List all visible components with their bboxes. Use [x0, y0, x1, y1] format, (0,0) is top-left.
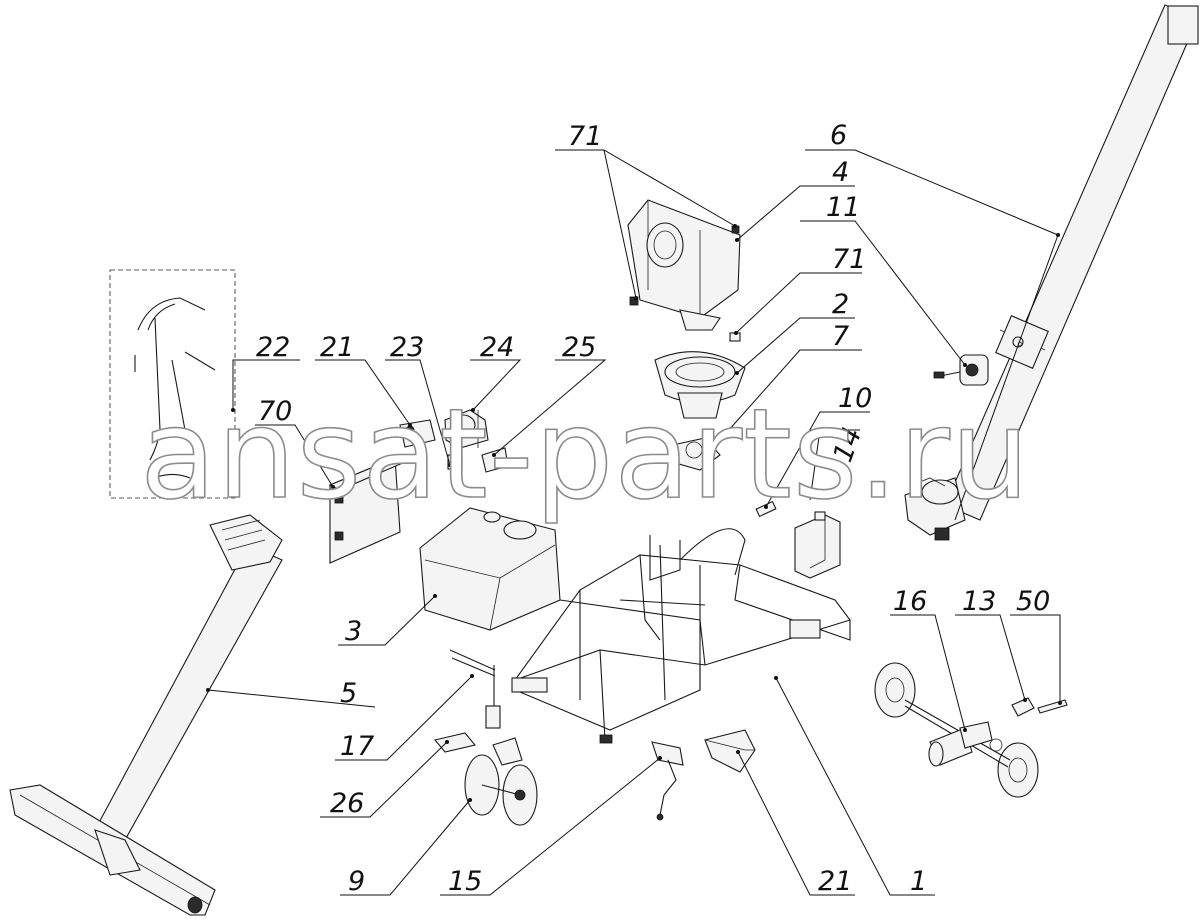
callout-4: 4 [832, 157, 849, 188]
main-frame-part [511, 528, 851, 744]
callout-9: 9 [348, 866, 365, 897]
callout-19: 17 [340, 731, 374, 762]
winch-crank-part [933, 354, 989, 386]
callout-22: 22 [256, 332, 290, 363]
callout-21: 21 [320, 332, 354, 363]
control-box-part [328, 457, 407, 564]
callout-3: 3 [345, 616, 362, 647]
callout-1: 1 [910, 866, 927, 897]
callout-23: 23 [390, 332, 424, 363]
callout-70: 70 [258, 396, 292, 427]
callout-16-label: 16 [893, 586, 927, 617]
callout-17: 21 [818, 866, 852, 897]
tank-part [419, 507, 561, 631]
callout-5: 5 [340, 678, 357, 709]
pump-valve-cluster [399, 409, 509, 473]
callout-2: 2 [832, 289, 849, 320]
callout-15: 15 [448, 866, 482, 897]
callout-71-top: 71 [568, 121, 602, 152]
callout-26-label: 26 [330, 788, 364, 819]
bracket-part [667, 437, 721, 471]
callout-50-label: 50 [1016, 586, 1050, 617]
callout-10: 10 [838, 383, 872, 414]
axle-motor-part [874, 662, 1039, 798]
hopper-housing-part [627, 199, 741, 331]
leader-lines [207, 149, 1061, 896]
callout-labels: 71 6 4 11 71 2 7 10 14 22 21 23 24 25 70… [256, 120, 1050, 897]
canister-part [794, 511, 841, 579]
plate-part [434, 732, 476, 753]
leader-dots [206, 224, 1062, 802]
watermark-text: ansat-parts.ru [140, 383, 1030, 527]
clip-part [1011, 697, 1068, 717]
ring-flange-part [654, 351, 746, 419]
callout-13: 13 [962, 586, 996, 617]
auger-tube-upper-part [904, 4, 1199, 541]
callout-11: 11 [826, 192, 860, 223]
handle-part [651, 741, 684, 821]
tubing-kit-part [109, 269, 236, 499]
callout-7: 7 [832, 321, 849, 352]
callout-6: 6 [830, 120, 847, 151]
stand-leg-part [449, 649, 501, 729]
callout-25: 25 [562, 332, 596, 363]
tube-hopper-part [904, 477, 966, 541]
tray-part [704, 729, 756, 773]
caster-wheel-part [464, 737, 538, 826]
callout-71-right: 71 [832, 244, 866, 275]
callout-24: 24 [480, 332, 514, 363]
auger-tube-lower-part [9, 514, 283, 916]
